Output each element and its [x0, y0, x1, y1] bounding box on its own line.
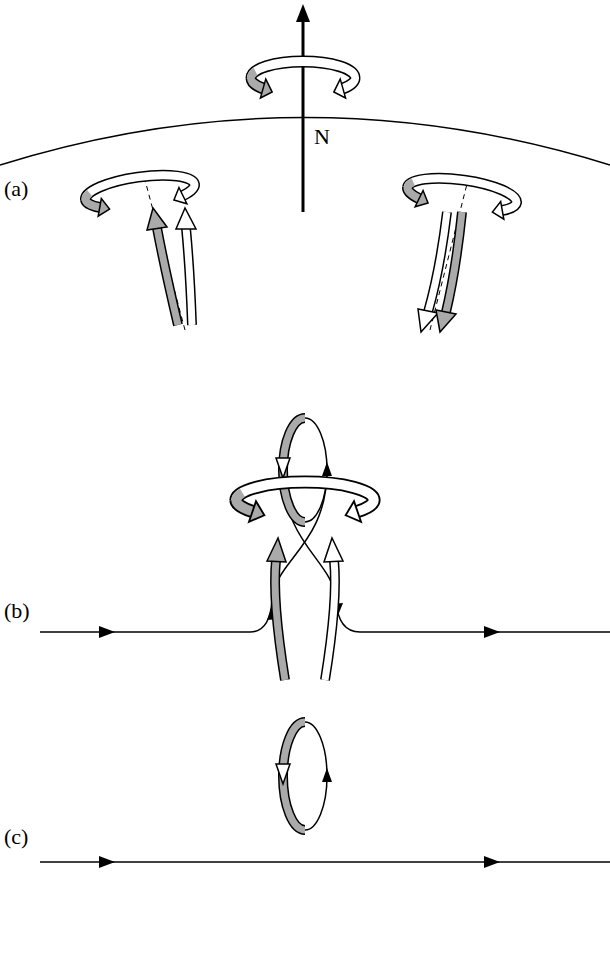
- flux-tube-pair: [267, 538, 343, 680]
- field-line: [40, 856, 610, 868]
- pole-label: N: [314, 126, 330, 148]
- axis-arrowhead: [296, 4, 310, 22]
- flux-tube-pair: [418, 212, 462, 332]
- twist-ribbon: [405, 172, 519, 220]
- twist-ribbon: [236, 482, 374, 522]
- twist-ribbon: [83, 169, 197, 217]
- solar-limb: [0, 118, 610, 166]
- rotation-ribbon: [251, 62, 356, 99]
- flux-tube-pair: [147, 208, 196, 325]
- tilt-axis: [145, 180, 185, 330]
- panel-label: (b): [4, 600, 30, 622]
- panel-label: (a): [4, 178, 28, 200]
- flux-loop: [276, 418, 332, 522]
- panel-label: (c): [4, 826, 28, 848]
- rotation-axis: [302, 18, 305, 212]
- flux-loop: [276, 722, 332, 830]
